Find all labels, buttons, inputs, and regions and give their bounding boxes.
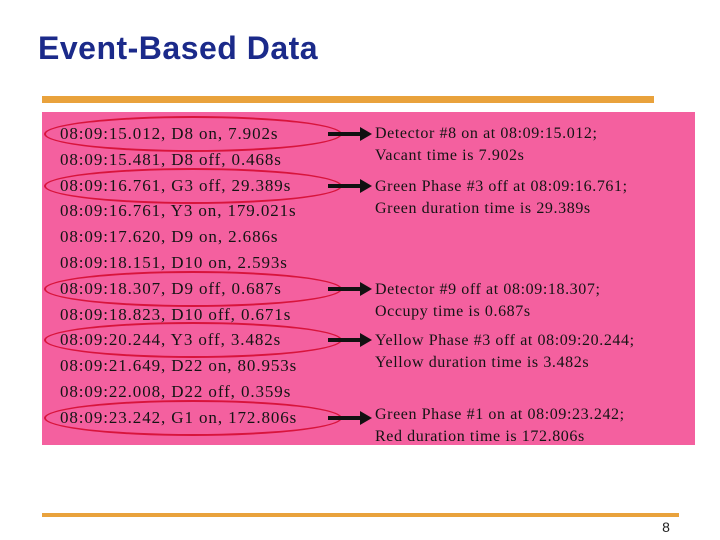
annotation-block: Detector #9 off at 08:09:18.307; Occupy t… (375, 279, 601, 323)
event-log-line: 08:09:18.151, D10 on, 2.593s (60, 253, 288, 272)
arrow-head (360, 333, 372, 348)
annotation-line: Green Phase #3 off at 08:09:16.761; (375, 178, 628, 195)
arrow-shaft (328, 286, 362, 291)
event-log-line: 08:09:21.649, D22 on, 80.953s (60, 356, 298, 376)
annotation-line: Detector #9 off at 08:09:18.307; (375, 281, 601, 298)
title-underline (42, 96, 654, 103)
annotation-line: Yellow Phase #3 off at 08:09:20.244; (375, 332, 635, 349)
arrow-right-icon (328, 410, 372, 425)
page-number: 8 (662, 519, 670, 535)
annotation-block: Detector #8 on at 08:09:15.012; Vacant ti… (375, 123, 598, 167)
annotation-block: Green Phase #3 off at 08:09:16.761; Green… (375, 176, 628, 220)
arrow-right-icon (328, 333, 372, 348)
footer-line (42, 513, 679, 517)
annotation-line: Yellow duration time is 3.482s (375, 354, 590, 371)
arrow-right-icon (328, 281, 372, 296)
arrow-right-icon (328, 178, 372, 193)
annotation-line: Green Phase #1 on at 08:09:23.242; (375, 406, 625, 423)
event-log-line: 08:09:17.620, D9 on, 2.686s (60, 227, 279, 247)
arrow-shaft (328, 338, 362, 343)
event-data-panel: 08:09:15.012, D8 on, 7.902s 08:09:15.481,… (42, 112, 695, 445)
annotation-block: Green Phase #1 on at 08:09:23.242; Red du… (375, 404, 625, 448)
arrow-right-icon (328, 127, 372, 141)
slide-title: Event-Based Data (38, 30, 319, 66)
arrow-shaft (328, 183, 362, 188)
arrow-shaft (328, 132, 362, 136)
annotation-line: Green duration time is 29.389s (375, 200, 591, 217)
annotation-line: Occupy time is 0.687s (375, 303, 531, 320)
event-log-line: 08:09:16.761, G3 off, 29.389s (60, 175, 292, 195)
event-log-line: 08:09:23.242, G1 on, 172.806s (60, 407, 298, 427)
annotation-line: Vacant time is 7.902s (375, 147, 525, 164)
event-log-line: 08:09:18.307, D9 off, 0.687s (60, 278, 282, 298)
arrow-head (360, 178, 372, 193)
arrow-head (360, 410, 372, 425)
arrow-shaft (328, 415, 362, 420)
arrow-head (360, 281, 372, 296)
annotation-line: Red duration time is 172.806s (375, 428, 585, 445)
event-log-line: 08:09:20.244, Y3 off, 3.482s (60, 330, 282, 350)
annotation-line: Detector #8 on at 08:09:15.012; (375, 125, 598, 142)
event-log-line: 08:09:22.008, D22 off, 0.359s (60, 382, 292, 401)
annotation-block: Yellow Phase #3 off at 08:09:20.244; Yell… (375, 330, 635, 374)
event-log-line: 08:09:15.012, D8 on, 7.902s (60, 124, 279, 143)
event-log-line: 08:09:18.823, D10 off, 0.671s (60, 304, 292, 324)
event-log-line: 08:09:16.761, Y3 on, 179.021s (60, 201, 297, 221)
event-log-line: 08:09:15.481, D8 off, 0.468s (60, 149, 282, 169)
arrow-head (360, 127, 372, 141)
